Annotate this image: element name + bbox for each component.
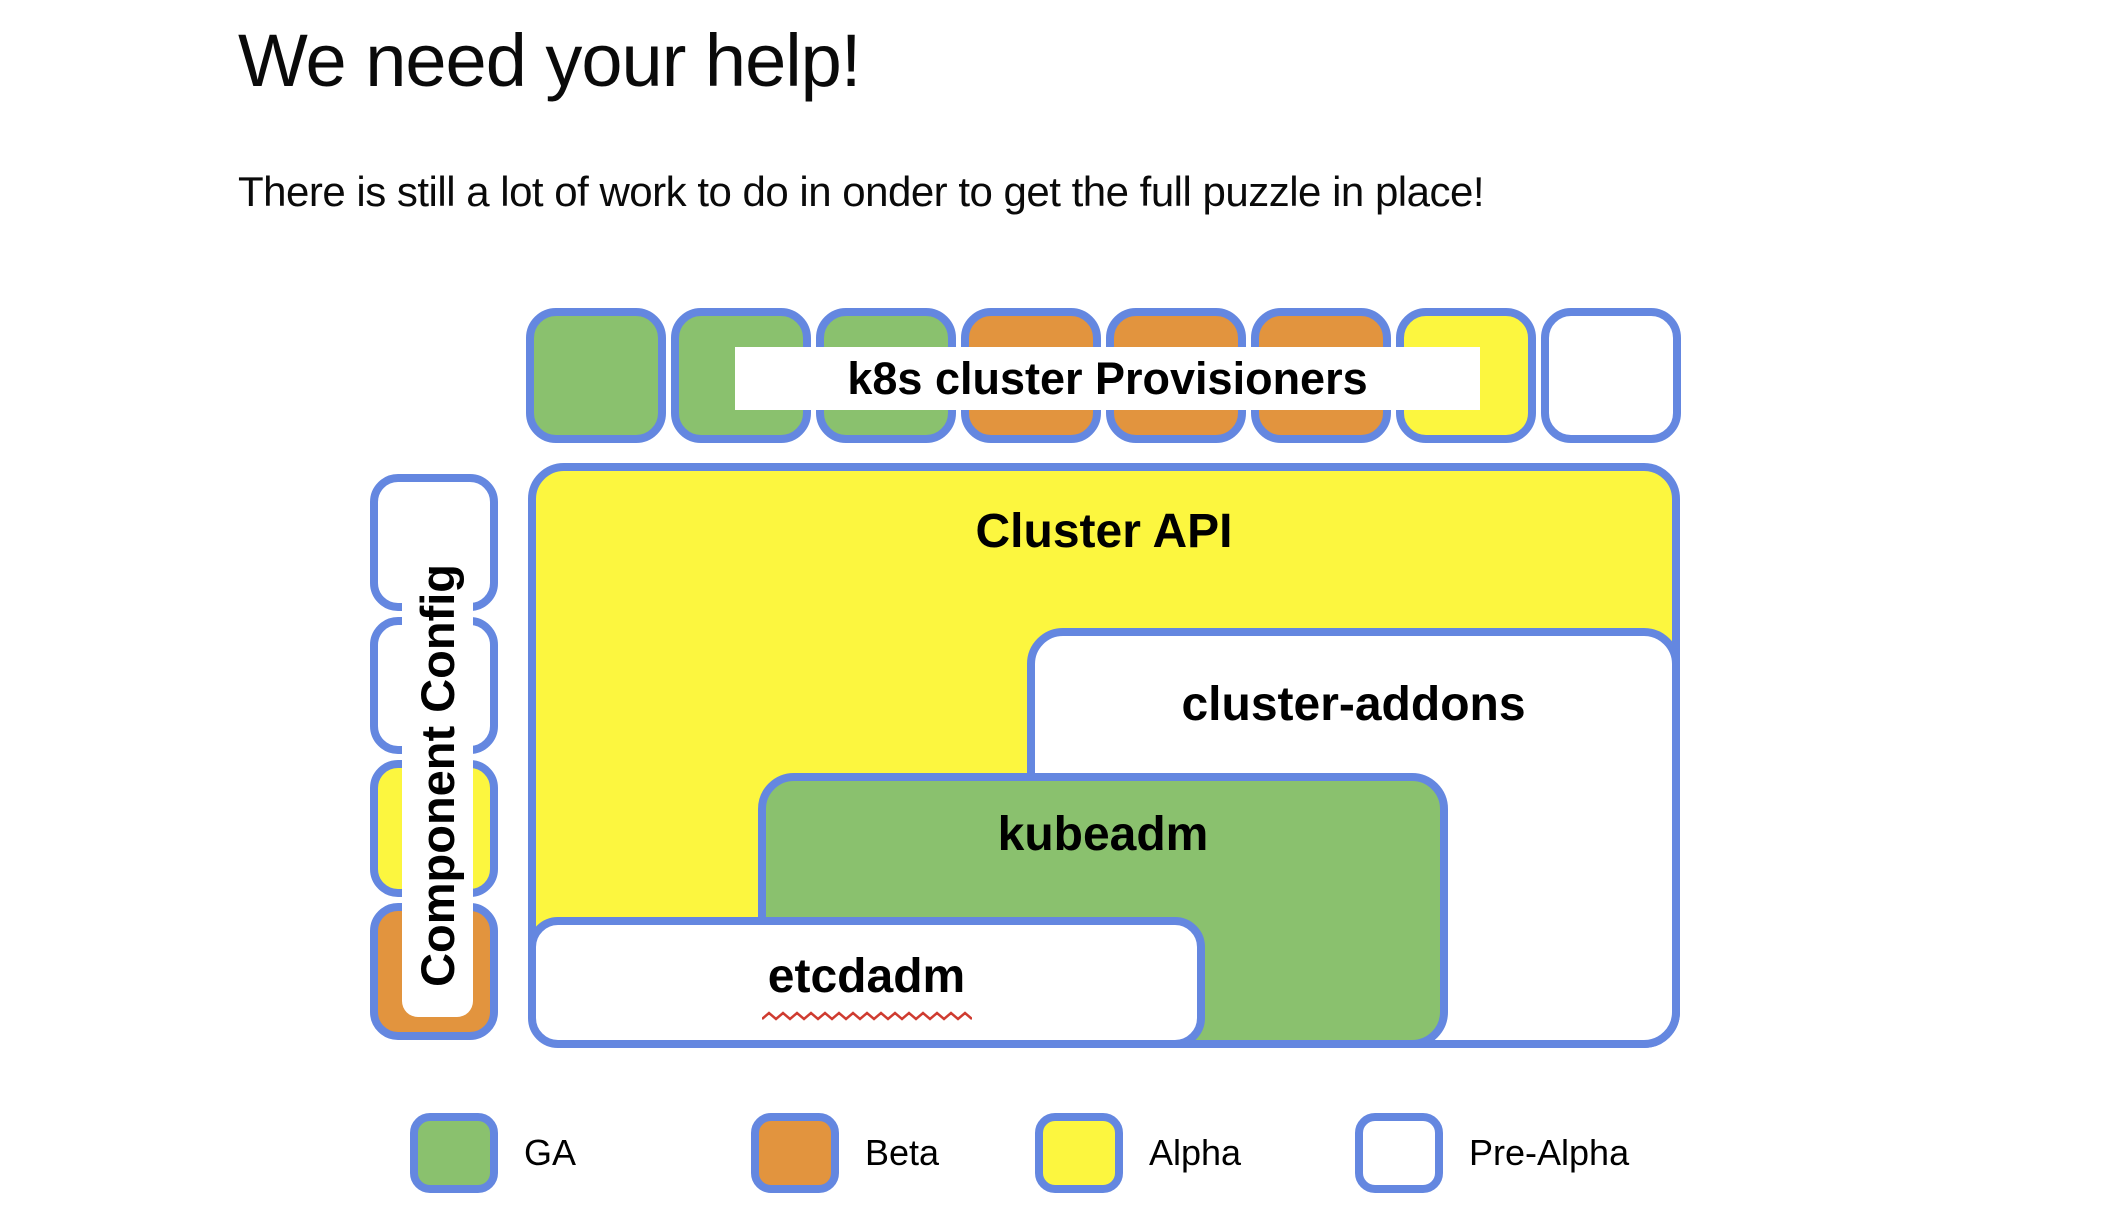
component-config-label: Component Config <box>411 564 464 987</box>
legend-swatch-alpha <box>1035 1113 1123 1193</box>
slide-title: We need your help! <box>238 19 861 102</box>
cluster-api-label: Cluster API <box>975 505 1233 558</box>
cluster-addons-label: cluster-addons <box>1181 678 1526 731</box>
provisioner-square-1-ga <box>526 308 666 443</box>
slide-subtitle: There is still a lot of work to do in on… <box>238 168 1485 215</box>
spellcheck-squiggle <box>761 1011 972 1021</box>
legend-label-prealpha: Pre-Alpha <box>1469 1132 1630 1173</box>
provisioner-square-8-prealpha <box>1541 308 1681 443</box>
etcdadm-label: etcdadm <box>767 950 966 1003</box>
legend-label-beta: Beta <box>865 1132 940 1173</box>
provisioners-label: k8s cluster Provisioners <box>735 347 1480 410</box>
legend-swatch-beta <box>751 1113 839 1193</box>
etcdadm-box: etcdadm <box>528 917 1205 1048</box>
legend-label-alpha: Alpha <box>1149 1132 1242 1173</box>
legend-swatch-ga <box>410 1113 498 1193</box>
legend-swatch-prealpha <box>1355 1113 1443 1193</box>
legend-label-ga: GA <box>524 1132 577 1173</box>
kubeadm-label: kubeadm <box>997 808 1209 861</box>
component-config-label-strip: Component Config <box>402 534 473 1017</box>
